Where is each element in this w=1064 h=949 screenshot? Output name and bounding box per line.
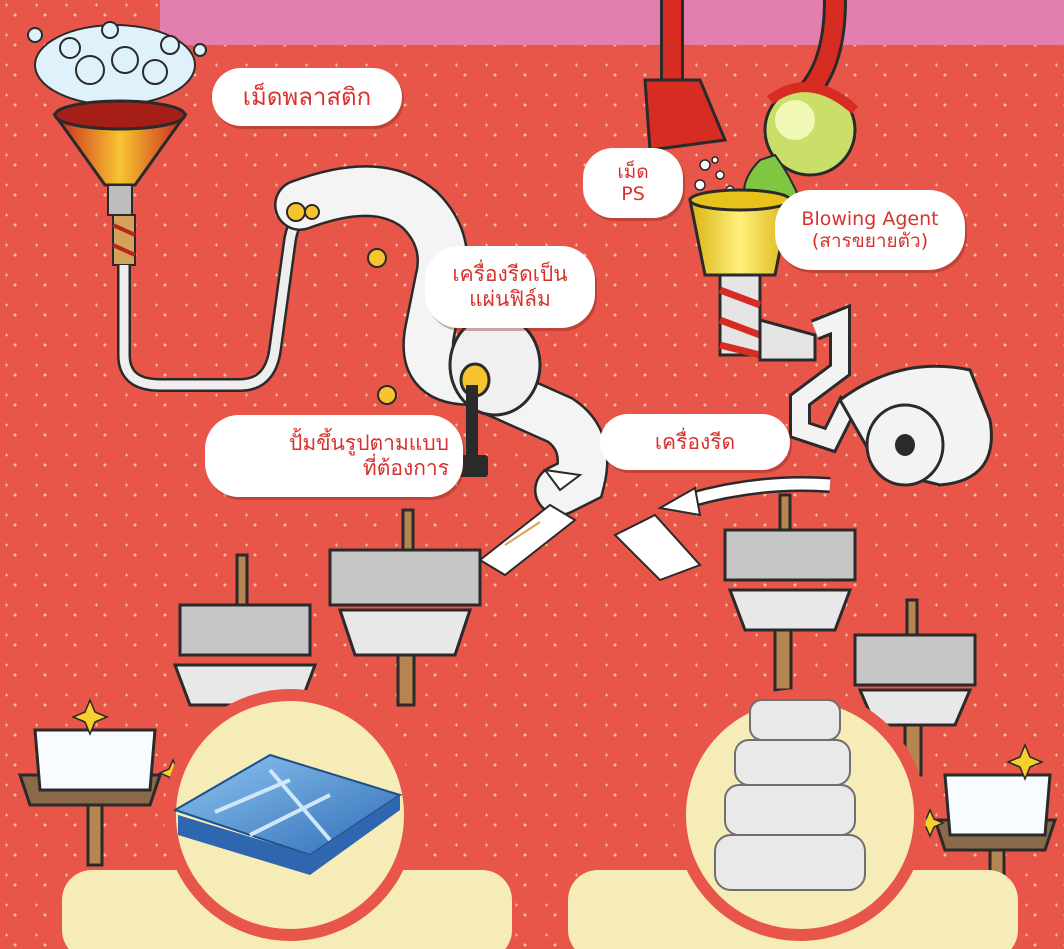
label-blowing-agent-line2: (สารขยายตัว): [812, 230, 928, 252]
product-circle-right: [680, 695, 920, 935]
label-film-extruder-line2: แผ่นฟิล์ม: [469, 287, 551, 312]
label-plastic-pellets: เม็ดพลาสติก: [212, 68, 402, 126]
label-film-extruder: เครื่องรีดเป็น แผ่นฟิล์ม: [425, 246, 595, 328]
label-ps-pellets: เม็ด PS: [583, 148, 683, 218]
label-extruder: เครื่องรีด: [600, 414, 790, 470]
product-circle-left: [170, 695, 410, 935]
label-thermoform-line1: ปั้มขึ้นรูปตามแบบ: [289, 431, 449, 456]
label-thermoform-line2: ที่ต้องการ: [363, 456, 449, 481]
label-thermoform: ปั้มขึ้นรูปตามแบบ ที่ต้องการ: [205, 415, 463, 497]
top-pink-band: [160, 0, 1064, 45]
label-extruder-text: เครื่องรีด: [655, 430, 735, 455]
label-blowing-agent: Blowing Agent (สารขยายตัว): [775, 190, 965, 270]
label-film-extruder-line1: เครื่องรีดเป็น: [452, 262, 567, 287]
label-ps-line2: PS: [621, 183, 645, 205]
label-blowing-agent-line1: Blowing Agent: [801, 208, 938, 230]
label-ps-line1: เม็ด: [617, 161, 648, 183]
label-plastic-pellets-text: เม็ดพลาสติก: [243, 83, 371, 111]
